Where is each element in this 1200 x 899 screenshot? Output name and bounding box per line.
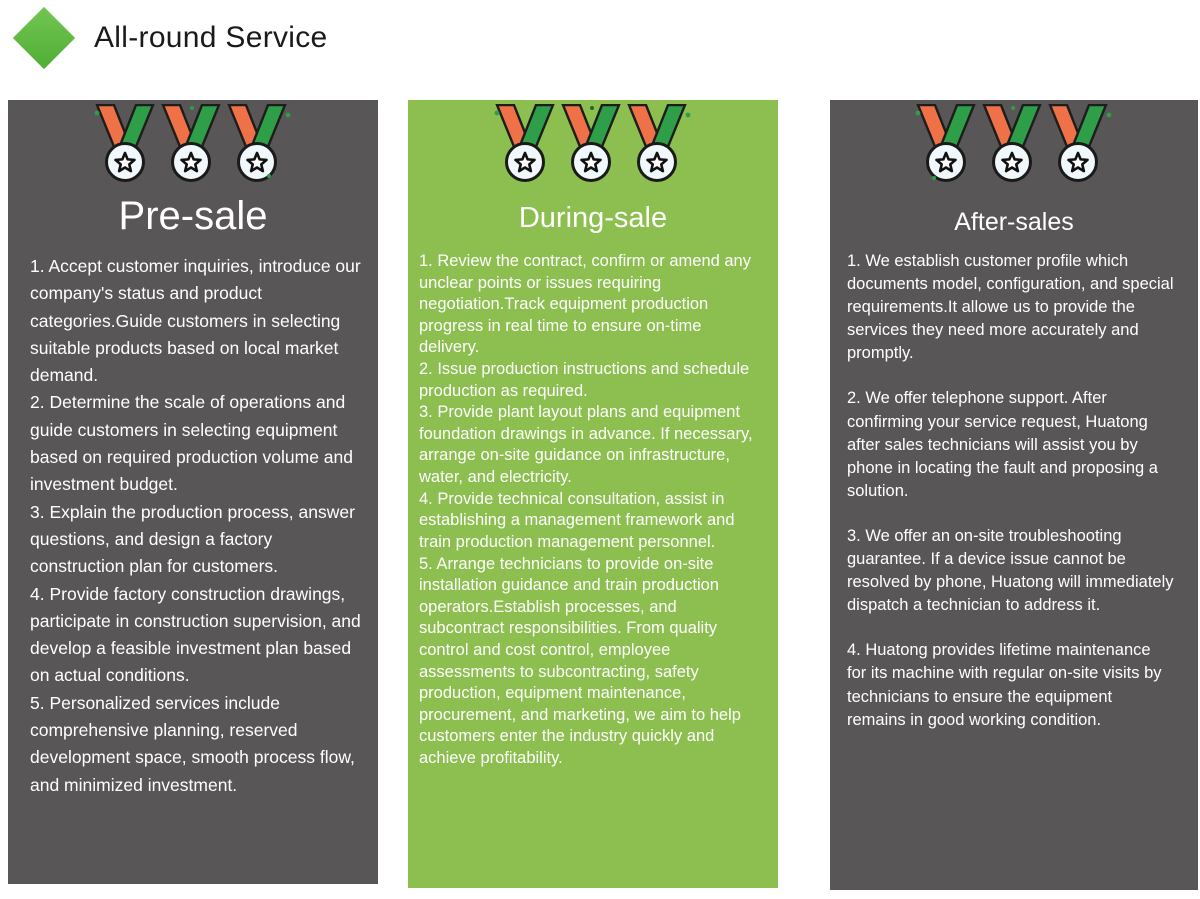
service-item: 1. We establish customer profile which d… (847, 252, 1174, 363)
service-item: 1. Accept customer inquiries, introduce … (30, 256, 361, 386)
service-item: 4. Provide factory construction drawings… (30, 583, 361, 686)
service-item: 5. Personalized services include compreh… (30, 692, 355, 795)
service-item: 4. Provide technical consultation, assis… (419, 489, 735, 551)
medals-icon (494, 104, 691, 182)
cards: Pre-sale 1. Accept customer inquiries, i… (0, 100, 1200, 899)
card-pre-sale: Pre-sale 1. Accept customer inquiries, i… (8, 100, 378, 884)
service-list-after-sales: 1. We establish customer profile which d… (830, 237, 1198, 754)
medals-icon (94, 104, 291, 182)
medals-icon (915, 104, 1112, 182)
service-item: 3. Explain the production process, answe… (30, 501, 355, 577)
header: All-round Service (12, 6, 328, 70)
service-item: 3. We offer an on-site troubleshooting g… (847, 526, 1174, 615)
card-title-during-sale: During-sale (518, 202, 668, 234)
service-item: 2. Determine the scale of operations and… (30, 392, 353, 495)
service-item: 2. We offer telephone support. After con… (847, 389, 1158, 500)
service-list-pre-sale: 1. Accept customer inquiries, introduce … (8, 239, 378, 799)
service-item: 2. Issue production instructions and sch… (419, 360, 750, 400)
service-item: 1. Review the contract, confirm or amend… (419, 252, 751, 357)
card-title-pre-sale: Pre-sale (118, 194, 268, 238)
card-title-after-sales: After-sales (954, 208, 1074, 236)
service-item: 5. Arrange technicians to provide on-sit… (419, 554, 741, 768)
card-during-sale: During-sale 1. Review the contract, conf… (408, 100, 778, 888)
page-title: All-round Service (94, 21, 328, 54)
service-list-during-sale: 1. Review the contract, confirm or amend… (408, 235, 778, 770)
diamond-icon (12, 6, 76, 70)
service-item: 3. Provide plant layout plans and equipm… (419, 403, 753, 487)
service-item: 4. Huatong provides lifetime maintenance… (847, 641, 1162, 729)
card-after-sales: After-sales 1. We establish customer pro… (830, 100, 1198, 890)
